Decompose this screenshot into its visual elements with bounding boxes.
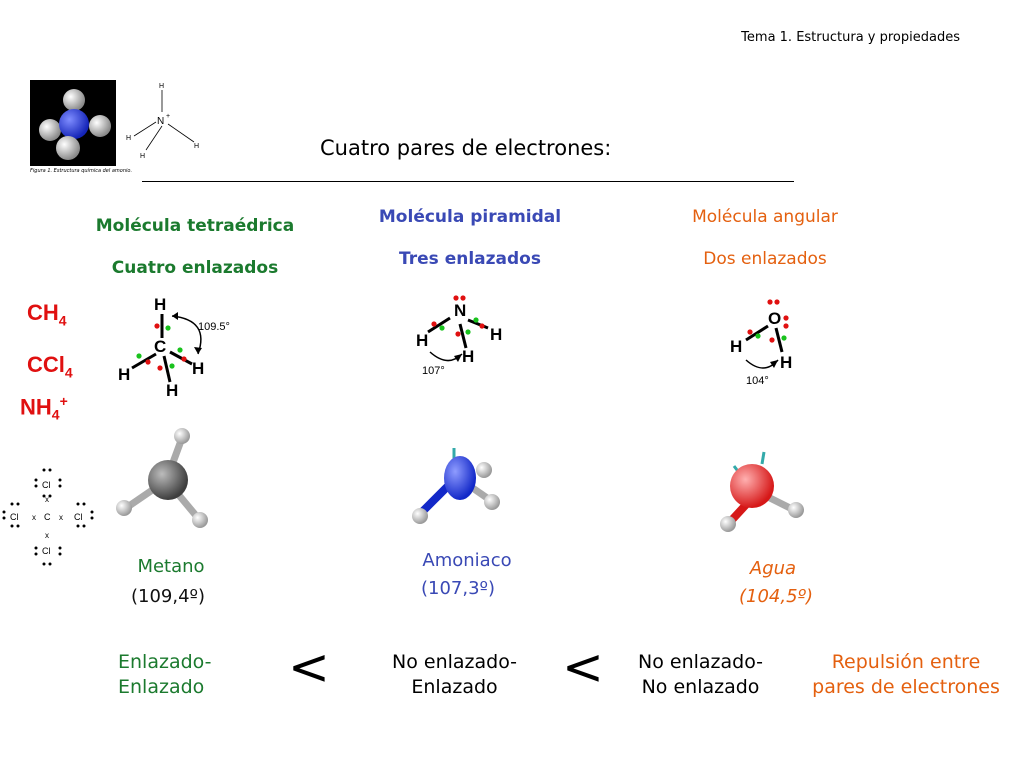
ch4-h-bottom: H [166,381,178,400]
x-right: x [59,513,63,522]
title-underline [142,181,794,182]
ammonium-ball-model [39,89,111,160]
nh3-h-bottom: H [462,347,474,366]
nh3-angle-label: 107° [422,365,445,377]
nh3-h-left: H [416,331,428,350]
formula-nh4-plus: NH4+ [20,393,68,423]
nh3-n-atom: N [454,301,466,320]
ch4-c-atom: C [154,337,166,356]
fig-h-top: H [159,83,164,90]
angle-ammonia: (107,3º) [420,578,496,599]
formula-ccl4: CCl4 [27,352,73,381]
molecule-name-methane: Metano [137,556,205,577]
water-3d-model [720,451,804,532]
ch4-h-left: H [118,365,130,384]
h2o-h-right: H [780,353,792,372]
methane-lewis-diagram: H C H H H 109.5° [118,295,230,400]
h2o-angle-label: 104° [746,375,769,387]
fig-n-atom: N [157,116,164,127]
fig-h-left: H [126,135,131,142]
ccl4-lewis-structure: Cl Cl Cl Cl C x x x x [2,468,94,566]
shape-pyramidal: Molécula piramidal [378,207,562,227]
figure-caption: Figura 1. Estructura química del amonio. [30,168,133,174]
cl-top: Cl [42,480,51,490]
h2o-h-left: H [730,337,742,356]
less-than-sign-1: < [288,638,330,696]
methane-3d-model [116,428,208,528]
x-bottom: x [45,531,49,540]
angle-water: (104,5º) [738,586,814,607]
h2o-o-atom: O [768,309,781,328]
ammonium-structural-formula: H N + H H H [126,83,199,160]
bonds-four: Cuatro enlazados [111,258,279,278]
ammonium-3d-image [30,80,116,166]
fig-h-right: H [194,143,199,150]
page-title: Cuatro pares de electrones: [320,136,612,160]
nh3-h-right: H [490,325,502,344]
molecule-name-water: Agua [749,558,797,579]
cl-bottom: Cl [42,546,51,556]
ch4-angle-label: 109.5° [198,321,230,333]
ch4-h-top: H [154,295,166,314]
x-top: x [45,495,49,504]
bonds-three: Tres enlazados [399,249,541,269]
less-than-sign-2: < [562,638,604,696]
slide-header: Tema 1. Estructura y propiedades [741,30,960,45]
nonbonded-bonded-label: No enlazado- Enlazado [392,651,518,698]
fig-h-bottom: H [140,153,145,160]
water-lewis-diagram: O H H 104° [730,299,792,387]
bonded-bonded-label: Enlazado- Enlazado [118,651,212,698]
bonds-two: Dos enlazados [703,249,827,269]
ch4-h-right: H [192,359,204,378]
formula-ch4: CH4 [27,300,67,329]
ammonia-3d-model [412,448,500,524]
ammonium-figure: H N + H H H Figura 1. Estructura química… [24,76,224,180]
angle-methane: (109,4º) [130,586,206,607]
ammonia-lewis-diagram: N H H H 107° [416,295,502,377]
fig-plus: + [166,113,170,120]
shape-angular: Molécula angular [692,207,838,227]
c-center: C [44,512,51,522]
repulsion-label: Repulsión entre pares de electrones [812,651,1000,698]
molecule-name-ammonia: Amoniaco [422,550,512,571]
shape-tetrahedral: Molécula tetraédrica [95,216,295,236]
x-left: x [32,513,36,522]
nonbonded-nonbonded-label: No enlazado- No enlazado [638,651,764,698]
cl-right: Cl [74,512,83,522]
cl-left: Cl [10,512,19,522]
